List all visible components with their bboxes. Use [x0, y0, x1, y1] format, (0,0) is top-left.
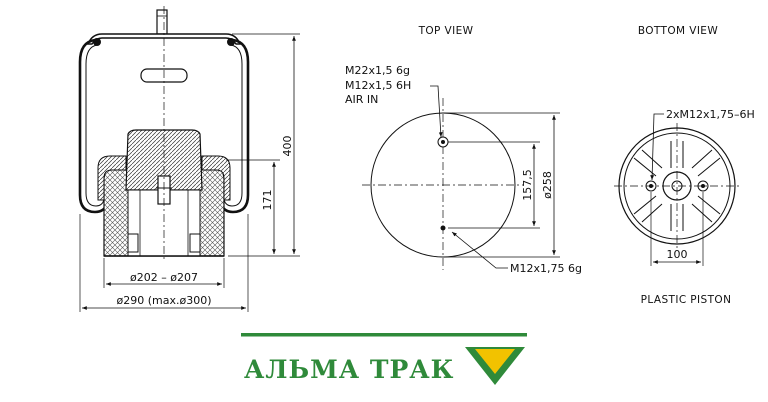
top-view-title: TOP VIEW [418, 25, 474, 37]
brand-line [241, 333, 527, 337]
thread-stud-label: M22x1,5 6g [345, 64, 410, 77]
plate-diameter-label: ø258 [541, 171, 554, 199]
side-dimensions: 400 171 ø202 – ø207 ø290 (max.ø300) [79, 33, 300, 312]
air-in-label: AIR IN [345, 93, 378, 106]
side-section-view [78, 6, 250, 262]
bottom-hole [440, 225, 446, 231]
thread-bottom-label: M12x1,75 6g [510, 262, 582, 275]
bottom-thread-label: 2xM12x1,75–6H [666, 108, 755, 121]
thread-air-label: M12x1,5 6H [345, 79, 411, 92]
brand-logo: АЛЬМА ТРАК [241, 333, 527, 385]
diameter-piston-label: ø202 – ø207 [130, 271, 198, 284]
height-piston-label: 171 [261, 190, 274, 211]
piston-caption: PLASTIC PISTON [641, 294, 732, 306]
top-view: TOP VIEW M22x1,5 6g M12x1,5 6H AIR IN M1… [345, 25, 582, 275]
bolt-spacing-label: 157,5 [521, 169, 534, 201]
brand-name: АЛЬМА ТРАК [244, 355, 454, 384]
height-total-label: 400 [281, 136, 294, 157]
bump-stop [125, 129, 203, 191]
bottom-view: BOTTOM VIEW 2xM12x1,75–6H 100 PLASTIC [614, 25, 755, 306]
diameter-bellow-label: ø290 (max.ø300) [117, 294, 212, 307]
hole-spacing-label: 100 [667, 248, 688, 261]
piston-spokes [633, 141, 721, 231]
bellow-outer [78, 38, 110, 214]
bottom-view-title: BOTTOM VIEW [638, 25, 719, 37]
top-stud [156, 9, 168, 35]
